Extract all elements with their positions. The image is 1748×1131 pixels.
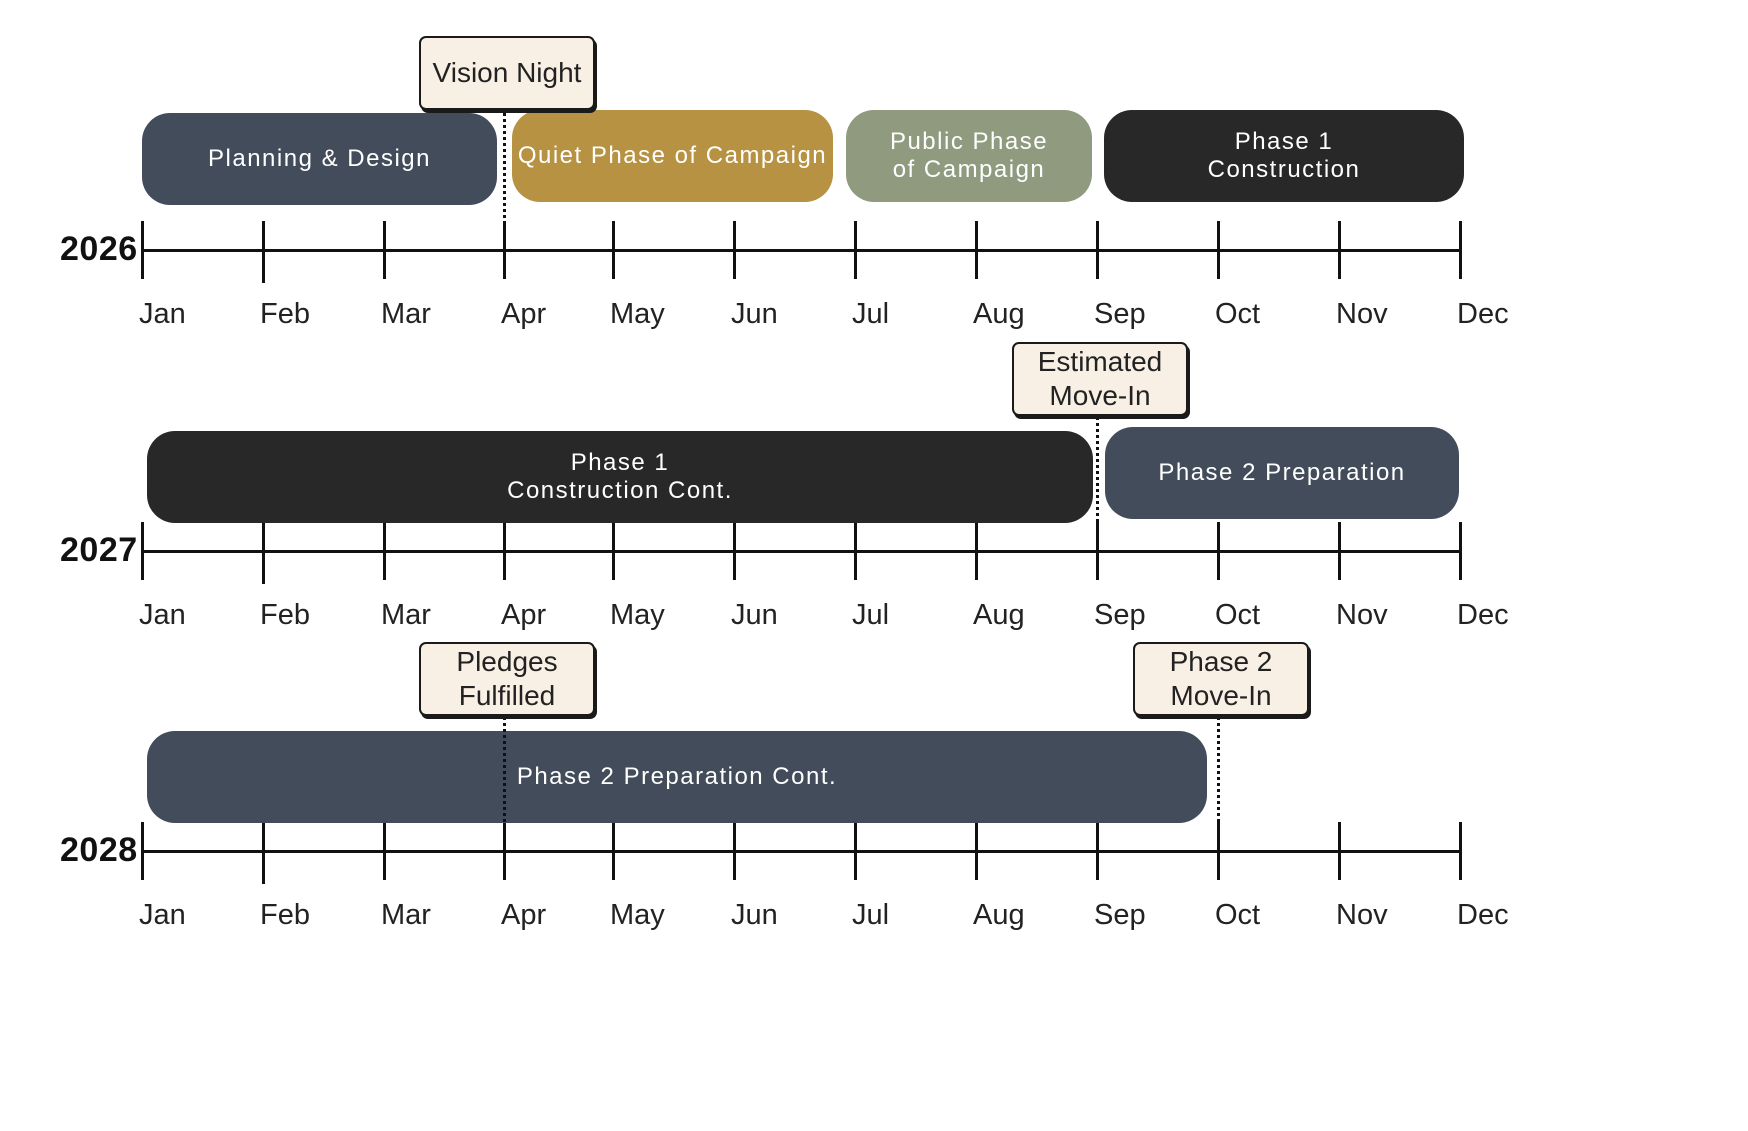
month-tick	[141, 822, 144, 880]
month-tick	[262, 522, 265, 584]
month-tick	[1217, 221, 1220, 279]
month-tick	[854, 221, 857, 279]
milestone-label: Estimated Move-In	[1012, 342, 1188, 416]
month-label: Jun	[731, 899, 778, 931]
month-label: Jul	[852, 599, 890, 631]
month-tick	[1096, 221, 1099, 279]
month-label: Dec	[1457, 599, 1509, 631]
year-label: 2026	[60, 230, 138, 268]
month-label: May	[610, 599, 665, 631]
month-tick	[1459, 221, 1462, 279]
month-label: Oct	[1215, 899, 1261, 931]
month-label: Jul	[852, 298, 890, 330]
month-label: Aug	[973, 298, 1025, 330]
milestone-marker-line	[503, 712, 506, 845]
timeline-axis	[141, 850, 1462, 853]
month-label: Nov	[1336, 899, 1388, 931]
month-label: Mar	[381, 899, 431, 931]
month-label: Jun	[731, 599, 778, 631]
milestone-marker-line	[1217, 712, 1220, 845]
phase-bar: Public Phase of Campaign	[846, 110, 1092, 202]
year-label: 2027	[60, 531, 138, 569]
month-label: Sep	[1094, 899, 1146, 931]
month-tick	[1096, 822, 1099, 880]
month-tick	[612, 522, 615, 580]
month-tick	[503, 221, 506, 279]
year-label: 2028	[60, 831, 138, 869]
month-tick	[975, 822, 978, 880]
month-label: Aug	[973, 599, 1025, 631]
month-tick	[383, 822, 386, 880]
phase-bar: Phase 1 Construction	[1104, 110, 1464, 202]
month-label: Feb	[260, 599, 310, 631]
month-tick	[141, 221, 144, 279]
month-label: Apr	[501, 899, 547, 931]
month-label: Jan	[139, 298, 186, 330]
phase-bar: Phase 2 Preparation	[1105, 427, 1459, 519]
month-label: Apr	[501, 599, 547, 631]
month-label: Nov	[1336, 298, 1388, 330]
month-tick	[1338, 221, 1341, 279]
milestone-label: Pledges Fulfilled	[419, 642, 595, 716]
phase-bar: Phase 1 Construction Cont.	[147, 431, 1093, 523]
month-tick	[503, 822, 506, 880]
month-tick	[975, 522, 978, 580]
month-label: Feb	[260, 298, 310, 330]
month-label: Apr	[501, 298, 547, 330]
milestone-label: Vision Night	[419, 36, 595, 110]
phase-bar: Quiet Phase of Campaign	[512, 110, 833, 202]
month-tick	[383, 221, 386, 279]
month-tick	[612, 221, 615, 279]
month-tick	[1096, 522, 1099, 580]
timeline-axis	[141, 550, 1462, 553]
month-label: May	[610, 899, 665, 931]
month-label: Jun	[731, 298, 778, 330]
month-label: Nov	[1336, 599, 1388, 631]
phase-bar: Planning & Design	[142, 113, 497, 205]
month-tick	[1459, 822, 1462, 880]
month-tick	[1217, 522, 1220, 580]
month-label: May	[610, 298, 665, 330]
month-tick	[733, 822, 736, 880]
month-tick	[612, 822, 615, 880]
month-label: Aug	[973, 899, 1025, 931]
month-label: Sep	[1094, 298, 1146, 330]
milestone-marker-line	[1096, 412, 1099, 545]
month-label: Sep	[1094, 599, 1146, 631]
month-label: Jul	[852, 899, 890, 931]
month-label: Mar	[381, 599, 431, 631]
timeline-axis	[141, 249, 1462, 252]
month-tick	[854, 522, 857, 580]
month-tick	[383, 522, 386, 580]
month-tick	[503, 522, 506, 580]
month-tick	[1459, 522, 1462, 580]
month-label: Jan	[139, 899, 186, 931]
month-tick	[141, 522, 144, 580]
phase-bar: Phase 2 Preparation Cont.	[147, 731, 1207, 823]
month-tick	[262, 221, 265, 283]
month-label: Dec	[1457, 298, 1509, 330]
month-tick	[733, 221, 736, 279]
milestone-marker-line	[503, 106, 506, 244]
month-tick	[1338, 522, 1341, 580]
month-tick	[733, 522, 736, 580]
month-tick	[262, 822, 265, 884]
month-label: Jan	[139, 599, 186, 631]
month-tick	[1338, 822, 1341, 880]
month-label: Oct	[1215, 599, 1261, 631]
month-tick	[1217, 822, 1220, 880]
month-label: Dec	[1457, 899, 1509, 931]
month-label: Feb	[260, 899, 310, 931]
milestone-label: Phase 2 Move-In	[1133, 642, 1309, 716]
month-label: Oct	[1215, 298, 1261, 330]
month-label: Mar	[381, 298, 431, 330]
month-tick	[975, 221, 978, 279]
month-tick	[854, 822, 857, 880]
